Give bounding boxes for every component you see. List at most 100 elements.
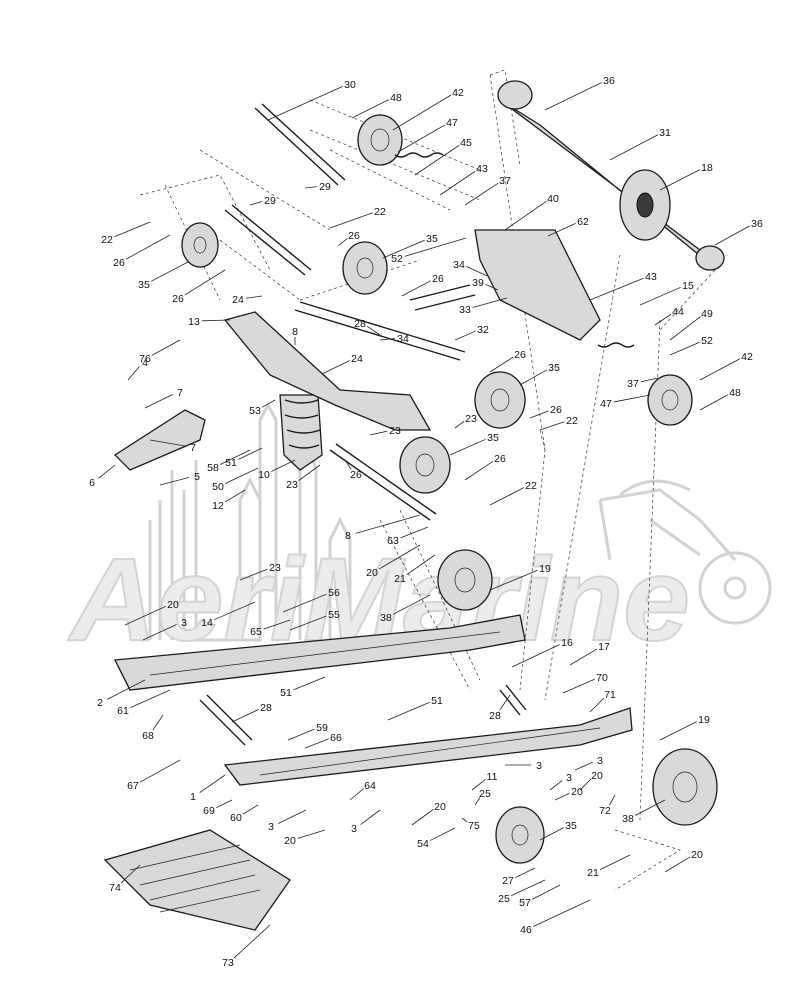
callout-number: 26: [172, 293, 184, 305]
callout-leader-line: [400, 526, 429, 539]
callout-leader-line: [454, 330, 476, 341]
callout-leader-line: [600, 854, 631, 870]
callout-number: 20: [434, 801, 446, 813]
callout-leader-line: [349, 788, 364, 801]
callout-leader-line: [654, 313, 672, 326]
callout-number: 34: [397, 333, 409, 345]
callout-number: 56: [328, 587, 340, 599]
callout-number: 73: [222, 957, 234, 969]
callout-leader-line: [127, 366, 140, 381]
callout-leader-line: [539, 421, 565, 431]
callout: 48: [351, 92, 402, 119]
callout-leader-line: [547, 222, 576, 237]
callout: 47: [397, 117, 458, 153]
callout-leader-line: [214, 601, 256, 621]
callout: 48: [699, 387, 741, 411]
callout-leader-line: [144, 394, 173, 409]
callout: 49: [669, 308, 713, 341]
callout-leader-line: [304, 738, 329, 749]
callout: 39: [472, 277, 499, 291]
callout-number: 2: [97, 697, 103, 709]
callout-number: 67: [127, 780, 139, 792]
callout: 73: [222, 924, 271, 969]
callout-leader-line: [378, 544, 421, 570]
callout-number: 46: [520, 924, 532, 936]
callout-leader-line: [589, 697, 605, 713]
callout-number: 26: [494, 453, 506, 465]
callout-leader-line: [574, 761, 593, 771]
callout-number: 66: [330, 732, 342, 744]
callout-number: 23: [465, 413, 477, 425]
watermark-motorbike-logo: [598, 479, 772, 625]
callout: 6: [89, 464, 116, 489]
callout-leader-line: [344, 459, 352, 470]
callout: 51: [387, 695, 443, 721]
callout-number: 3: [566, 772, 572, 784]
callout-number: 35: [565, 820, 577, 832]
callout-number: 55: [328, 609, 340, 621]
callout-number: 20: [366, 567, 378, 579]
callout-number: 31: [659, 127, 671, 139]
callout-leader-line: [233, 924, 271, 959]
callout: 71: [589, 689, 616, 713]
callout: 3: [351, 809, 381, 835]
callout: 65: [250, 619, 291, 638]
callout: 7: [149, 439, 196, 454]
callout: 58: [207, 449, 251, 474]
callout: 47: [600, 394, 651, 410]
callout-number: 34: [453, 259, 465, 271]
callout-number: 15: [682, 280, 694, 292]
callout-leader-line: [474, 797, 481, 806]
callout-leader-line: [293, 676, 326, 691]
callout-leader-line: [261, 399, 276, 408]
callout-number: 42: [741, 351, 753, 363]
callout-leader-line: [107, 679, 146, 700]
callout: 3: [505, 760, 542, 772]
callout: 27: [502, 867, 536, 887]
callout-leader-line: [369, 430, 388, 436]
callout-number: 20: [571, 786, 583, 798]
callout-leader-line: [184, 269, 226, 296]
callout-number: 53: [249, 405, 261, 417]
callout-leader-line: [142, 624, 177, 641]
callout-leader-line: [98, 464, 116, 479]
callout-leader-line: [297, 829, 326, 839]
callout-number: 51: [225, 457, 237, 469]
callout-number: 59: [316, 722, 328, 734]
callout-number: 35: [487, 432, 499, 444]
callout-leader-line: [609, 134, 659, 161]
callout: 23: [369, 425, 401, 437]
callout-leader-line: [414, 144, 460, 176]
callout: 68: [142, 714, 164, 742]
callout-number: 39: [472, 277, 484, 289]
callout-number: 1: [190, 791, 196, 803]
callout: 14: [201, 601, 256, 629]
callout-number: 49: [701, 308, 713, 320]
callout-number: 62: [577, 216, 589, 228]
callout-leader-line: [151, 339, 181, 356]
callout: 38: [380, 594, 431, 624]
callout: 45: [414, 137, 472, 176]
callout: 60: [230, 804, 259, 824]
callout: 26: [529, 404, 562, 419]
callout-number: 20: [284, 835, 296, 847]
callout-leader-line: [225, 467, 259, 484]
callout-leader-line: [199, 774, 226, 794]
callout-leader-line: [714, 225, 751, 246]
callout-leader-line: [664, 856, 691, 873]
callout-leader-line: [220, 449, 251, 465]
track-clip-plate: [103, 829, 291, 931]
callout-number: 10: [258, 469, 270, 481]
callout: 20: [124, 599, 179, 626]
callout-number: 38: [622, 813, 634, 825]
callout: 34: [453, 259, 488, 277]
callout-leader-line: [635, 799, 666, 816]
callout-number: 36: [603, 75, 615, 87]
callout: 70: [562, 672, 608, 694]
callout: 26: [172, 269, 226, 305]
callout-leader-line: [351, 99, 389, 119]
callout-leader-line: [406, 554, 436, 576]
callout-number: 76: [139, 353, 151, 365]
idler-wheels: [181, 114, 718, 864]
